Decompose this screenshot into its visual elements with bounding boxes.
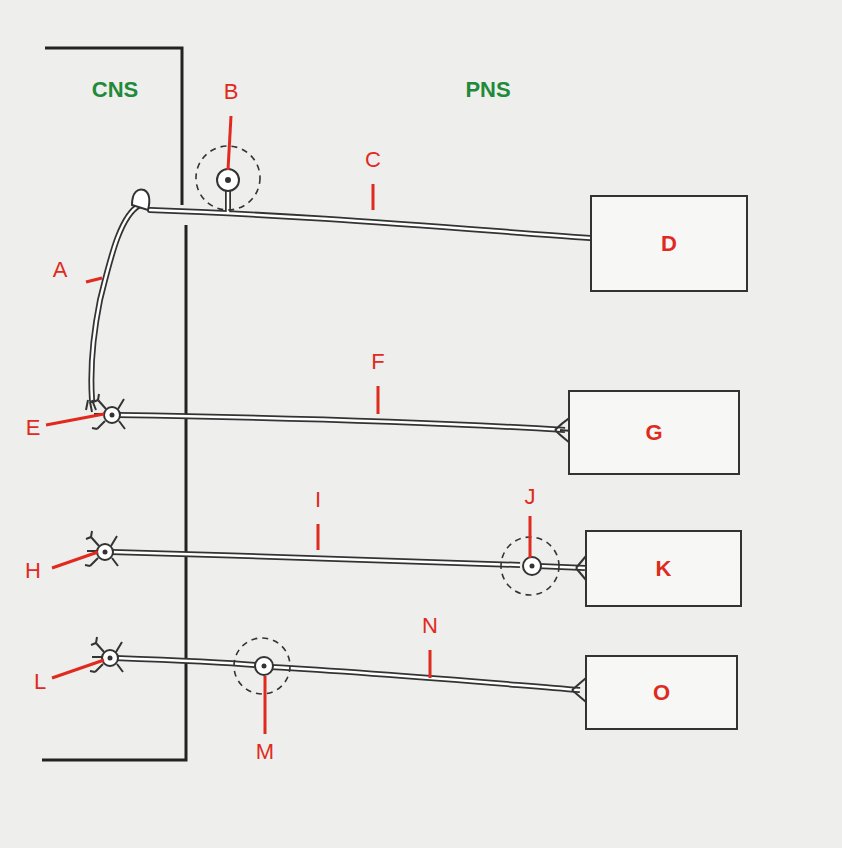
autonomic-neuron (85, 531, 586, 595)
callout-letter: E (26, 417, 41, 439)
box-letter: D (661, 231, 677, 257)
region-label: PNS (465, 79, 510, 101)
callout-letter: L (34, 671, 46, 693)
callout-letter: M (256, 741, 274, 763)
callout-letter: A (53, 259, 68, 281)
target-box: O (585, 655, 738, 730)
target-box: K (585, 530, 742, 607)
motor-neuron (92, 394, 572, 446)
box-letter: O (653, 680, 670, 706)
region-label: CNS (92, 79, 138, 101)
target-box: D (590, 195, 748, 292)
autonomic-neuron (90, 637, 586, 702)
callout-letter: I (315, 489, 321, 511)
callout-letter: F (371, 351, 384, 373)
sensory-neuron (86, 146, 590, 412)
leader-lines (46, 116, 530, 734)
callout-letter: H (25, 560, 41, 582)
box-letter: G (645, 420, 662, 446)
box-letter: K (656, 556, 672, 582)
target-box: G (568, 390, 740, 475)
cns-boundary (42, 48, 186, 760)
callout-letter: B (224, 81, 239, 103)
callout-letter: C (365, 149, 381, 171)
callout-letter: N (422, 615, 438, 637)
callout-letter: J (525, 486, 536, 508)
